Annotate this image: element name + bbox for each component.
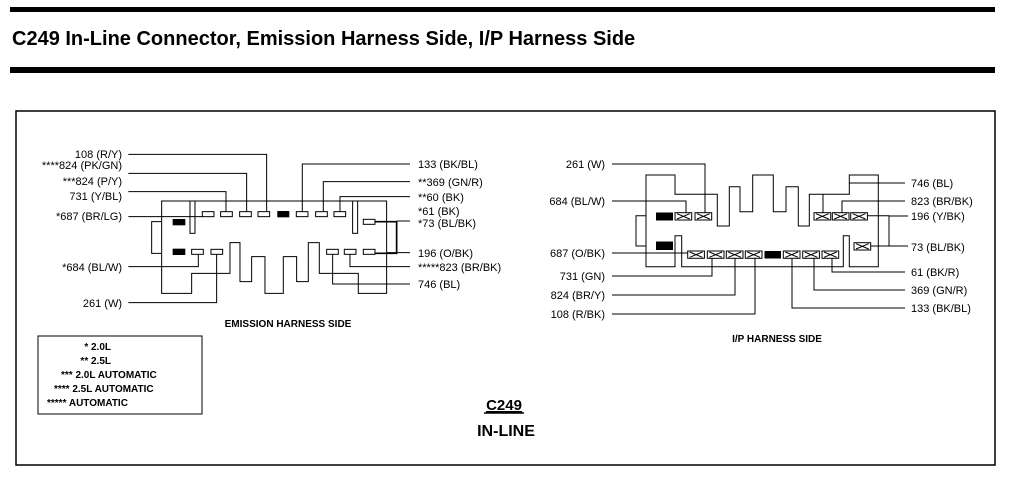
wire-label: *73 (BL/BK) bbox=[418, 218, 476, 230]
title-rule bbox=[10, 67, 995, 73]
wire-label: ***824 (P/Y) bbox=[63, 176, 122, 188]
page-title: C249 In-Line Connector, Emission Harness… bbox=[12, 28, 635, 50]
wire-label: 196 (O/BK) bbox=[418, 248, 473, 260]
wire-label: 261 (W) bbox=[566, 159, 605, 171]
wire-label: *61 (BK) bbox=[418, 206, 460, 218]
wire-label: 684 (BL/W) bbox=[549, 196, 605, 208]
pin-cross-mark bbox=[823, 251, 837, 258]
diagram-frame bbox=[15, 110, 996, 466]
pin-cross-mark bbox=[852, 213, 866, 220]
legend-box bbox=[37, 335, 203, 415]
pin-cross-mark bbox=[834, 213, 848, 220]
pin-cross-mark bbox=[785, 251, 799, 258]
pin-cross-mark bbox=[804, 251, 818, 258]
wire-label: 823 (BR/BK) bbox=[911, 196, 973, 208]
pin-cross-mark bbox=[855, 243, 869, 250]
wire-label: 261 (W) bbox=[83, 298, 122, 310]
wire-label: 133 (BK/BL) bbox=[418, 159, 478, 171]
pin-cross-mark bbox=[709, 251, 723, 258]
wire-label: *687 (BR/LG) bbox=[56, 211, 122, 223]
legend-item: * 2.0L bbox=[84, 342, 111, 353]
wire-label: 731 (GN) bbox=[560, 271, 605, 283]
legend-item: *** 2.0L AUTOMATIC bbox=[61, 370, 157, 381]
wire-label: 73 (BL/BK) bbox=[911, 242, 965, 254]
wire-label: 746 (BL) bbox=[911, 178, 953, 190]
pin-cross-mark bbox=[689, 251, 703, 258]
legend-item: **** 2.5L AUTOMATIC bbox=[54, 384, 154, 395]
connector-type: IN-LINE bbox=[477, 423, 535, 440]
wire-label: **369 (GN/R) bbox=[418, 177, 483, 189]
wire-label: 824 (BR/Y) bbox=[551, 290, 605, 302]
ip-connector bbox=[612, 163, 908, 315]
pin-cross-mark bbox=[728, 251, 742, 258]
pin-cross-mark bbox=[815, 213, 829, 220]
top-rule bbox=[10, 7, 995, 12]
wire-label: 687 (O/BK) bbox=[550, 248, 605, 260]
wire-label: 61 (BK/R) bbox=[911, 267, 959, 279]
legend-item: ***** AUTOMATIC bbox=[47, 398, 128, 409]
emission-caption: EMISSION HARNESS SIDE bbox=[225, 319, 352, 330]
wire-label: 108 (R/BK) bbox=[551, 309, 605, 321]
wire-label: *****823 (BR/BK) bbox=[418, 262, 501, 274]
wire-label: 369 (GN/R) bbox=[911, 285, 967, 297]
connector-id: C249 bbox=[486, 397, 522, 414]
wire-label: 108 (R/Y) bbox=[75, 149, 122, 161]
wire-label: 746 (BL) bbox=[418, 279, 460, 291]
wire-label: 731 (Y/BL) bbox=[69, 191, 122, 203]
emission-connector bbox=[128, 153, 410, 304]
pin-cross-mark bbox=[747, 251, 761, 258]
wire-label: 133 (BK/BL) bbox=[911, 303, 971, 315]
ip-caption: I/P HARNESS SIDE bbox=[732, 334, 822, 345]
wire-label: **60 (BK) bbox=[418, 192, 464, 204]
pin-cross-mark bbox=[676, 213, 690, 220]
legend-item: ** 2.5L bbox=[80, 356, 111, 367]
wire-label: ****824 (PK/GN) bbox=[42, 160, 122, 172]
pin-cross-mark bbox=[696, 213, 710, 220]
wire-label: 196 (Y/BK) bbox=[911, 211, 965, 223]
wire-label: *684 (BL/W) bbox=[62, 262, 122, 274]
